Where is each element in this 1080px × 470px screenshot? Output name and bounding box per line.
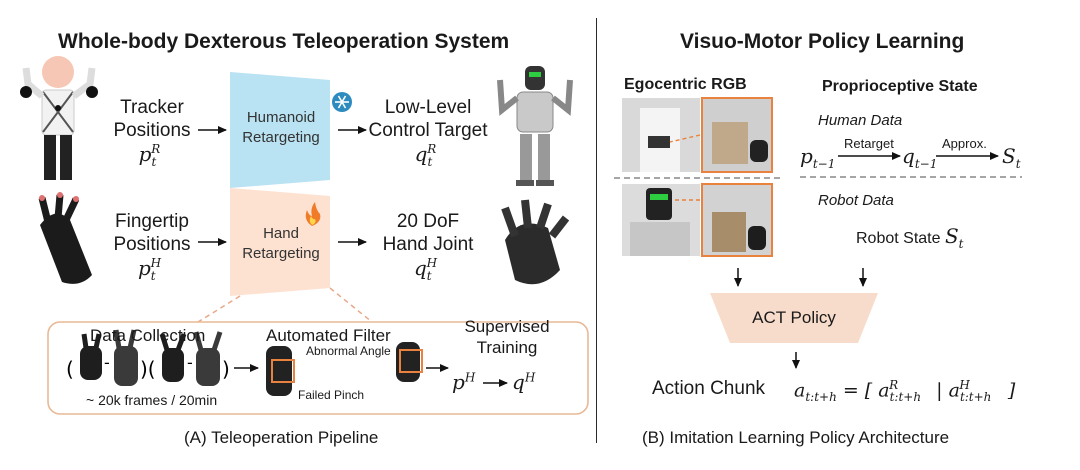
retarget-arrow-label: Retarget xyxy=(844,136,894,151)
hand-joint-label: 20 DoF Hand Joint xyxy=(382,211,474,255)
pipeline-box xyxy=(47,321,589,415)
hand-retargeting-box xyxy=(230,188,330,296)
action-chunk-equation: at:t+h = [ at:t+hR | at:t+hH ] xyxy=(794,378,1016,405)
act-policy-block xyxy=(710,293,878,343)
p-h-symbol: pH xyxy=(452,370,476,394)
control-target-symbol: qtR xyxy=(414,142,437,169)
action-chunk-label: Action Chunk xyxy=(652,378,766,399)
robot-state-label: Robot State St xyxy=(856,224,964,251)
proprioceptive-title: Proprioceptive State xyxy=(822,78,978,95)
teleop-caption: (A) Teleoperation Pipeline xyxy=(184,428,379,447)
humanoid-retargeting-label: Humanoid Retargeting xyxy=(242,109,320,146)
section-divider xyxy=(596,18,597,443)
egocentric-human-image xyxy=(622,97,773,173)
p-prev-symbol: pt−1 xyxy=(800,144,836,171)
svg-text:-: - xyxy=(104,353,110,372)
hand-joint-symbol: qtH xyxy=(413,256,438,283)
human-operator-image xyxy=(20,56,98,180)
failed-pinch-label: Failed Pinch xyxy=(298,388,365,402)
robot-hand-image xyxy=(501,199,570,285)
supervised-training-label: Supervised Training xyxy=(464,317,550,357)
automated-filter-label: Automated Filter xyxy=(266,326,391,345)
policy-title: Visuo-Motor Policy Learning xyxy=(680,30,965,53)
egocentric-robot-image xyxy=(622,183,773,257)
abnormal-angle-label: Abnormal Angle xyxy=(306,344,391,358)
teleop-title: Whole-body Dexterous Teleoperation Syste… xyxy=(58,30,510,53)
q-h-symbol: qH xyxy=(512,370,536,394)
gloved-hand-image xyxy=(38,192,92,284)
egocentric-rgb-title: Egocentric RGB xyxy=(624,76,747,93)
fire-icon xyxy=(305,202,321,226)
hand-retargeting-label: Hand Retargeting xyxy=(242,225,320,262)
fingertip-symbol: ptH xyxy=(137,256,162,283)
svg-text:-: - xyxy=(187,353,193,372)
robot-data-label: Robot Data xyxy=(818,192,894,209)
filtered-hands-images xyxy=(266,342,423,396)
snowflake-icon xyxy=(332,92,352,112)
low-level-control-label: Low-Level Control Target xyxy=(368,97,488,141)
policy-caption: (B) Imitation Learning Policy Architectu… xyxy=(642,428,950,447)
fingertip-positions-label: Fingertip Positions xyxy=(113,211,191,255)
frames-note: ~ 20k frames / 20min xyxy=(86,392,218,408)
act-policy-label: ACT Policy xyxy=(752,308,836,327)
human-data-label: Human Data xyxy=(818,112,903,129)
q-prev-symbol: qt−1 xyxy=(902,144,938,171)
tracker-positions-label: Tracker Positions xyxy=(113,97,191,141)
tracker-symbol: ptR xyxy=(138,142,161,169)
svg-text:(: ( xyxy=(66,357,74,381)
s-t-symbol: St xyxy=(1002,144,1021,171)
humanoid-retargeting-box xyxy=(230,72,330,188)
data-collection-hands: ( - )( - ) xyxy=(66,329,230,386)
svg-text:)(: )( xyxy=(140,357,156,381)
data-collection-label: Data Collection xyxy=(90,326,206,345)
approx-arrow-label: Approx. xyxy=(942,136,987,151)
humanoid-robot-image xyxy=(497,66,573,186)
svg-text:): ) xyxy=(222,357,230,381)
